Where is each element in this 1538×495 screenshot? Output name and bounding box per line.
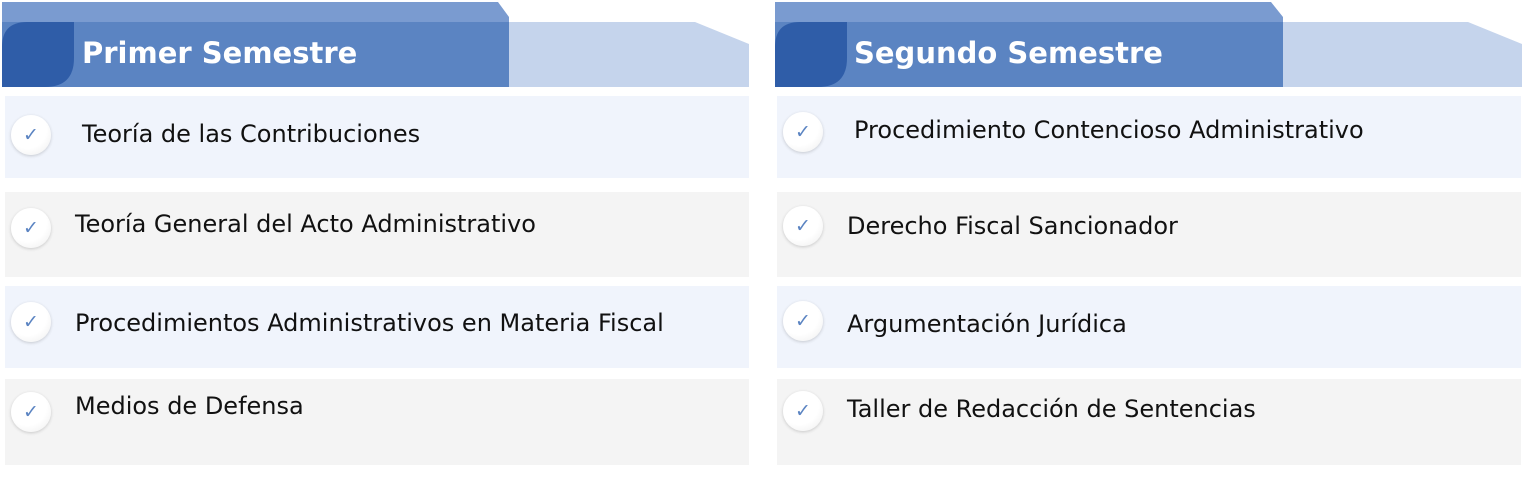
check-icon: ✓ (783, 301, 823, 341)
semester-title: Primer Semestre (82, 36, 358, 70)
course-item: ✓ Procedimiento Contencioso Administrati… (777, 96, 1521, 178)
course-item: ✓ Teoría General del Acto Administrativo (5, 192, 749, 277)
course-label: Procedimiento Contencioso Administrativo (854, 116, 1364, 144)
course-item: ✓ Argumentación Jurídica (777, 286, 1521, 368)
semester-title: Segundo Semestre (854, 36, 1163, 70)
check-icon: ✓ (783, 391, 823, 431)
course-label: Procedimientos Administrativos en Materi… (75, 309, 664, 337)
check-icon: ✓ (11, 208, 51, 248)
check-icon: ✓ (11, 392, 51, 432)
check-icon: ✓ (783, 112, 823, 152)
header-shape (2, 2, 749, 87)
second-semester-header: Segundo Semestre (775, 0, 1522, 87)
course-label: Derecho Fiscal Sancionador (847, 212, 1178, 240)
course-item: ✓ Teoría de las Contribuciones (5, 96, 749, 178)
check-icon: ✓ (783, 206, 823, 246)
check-icon: ✓ (11, 302, 51, 342)
first-semester-header: Primer Semestre (2, 0, 749, 87)
course-label: Taller de Redacción de Sentencias (847, 395, 1256, 423)
course-item: ✓ Derecho Fiscal Sancionador (777, 192, 1521, 277)
course-label: Teoría General del Acto Administrativo (75, 210, 536, 238)
course-item: ✓ Taller de Redacción de Sentencias (777, 379, 1521, 465)
check-icon: ✓ (11, 115, 51, 155)
course-label: Teoría de las Contribuciones (82, 120, 421, 148)
course-item: ✓ Medios de Defensa (5, 379, 749, 465)
second-semester-column: Segundo Semestre ✓ Procedimiento Contenc… (775, 0, 1522, 495)
course-label: Medios de Defensa (75, 392, 304, 420)
first-semester-column: Primer Semestre ✓ Teoría de las Contribu… (2, 0, 749, 495)
header-shape (775, 2, 1522, 87)
course-item: ✓ Procedimientos Administrativos en Mate… (5, 286, 749, 368)
course-label: Argumentación Jurídica (847, 310, 1127, 338)
